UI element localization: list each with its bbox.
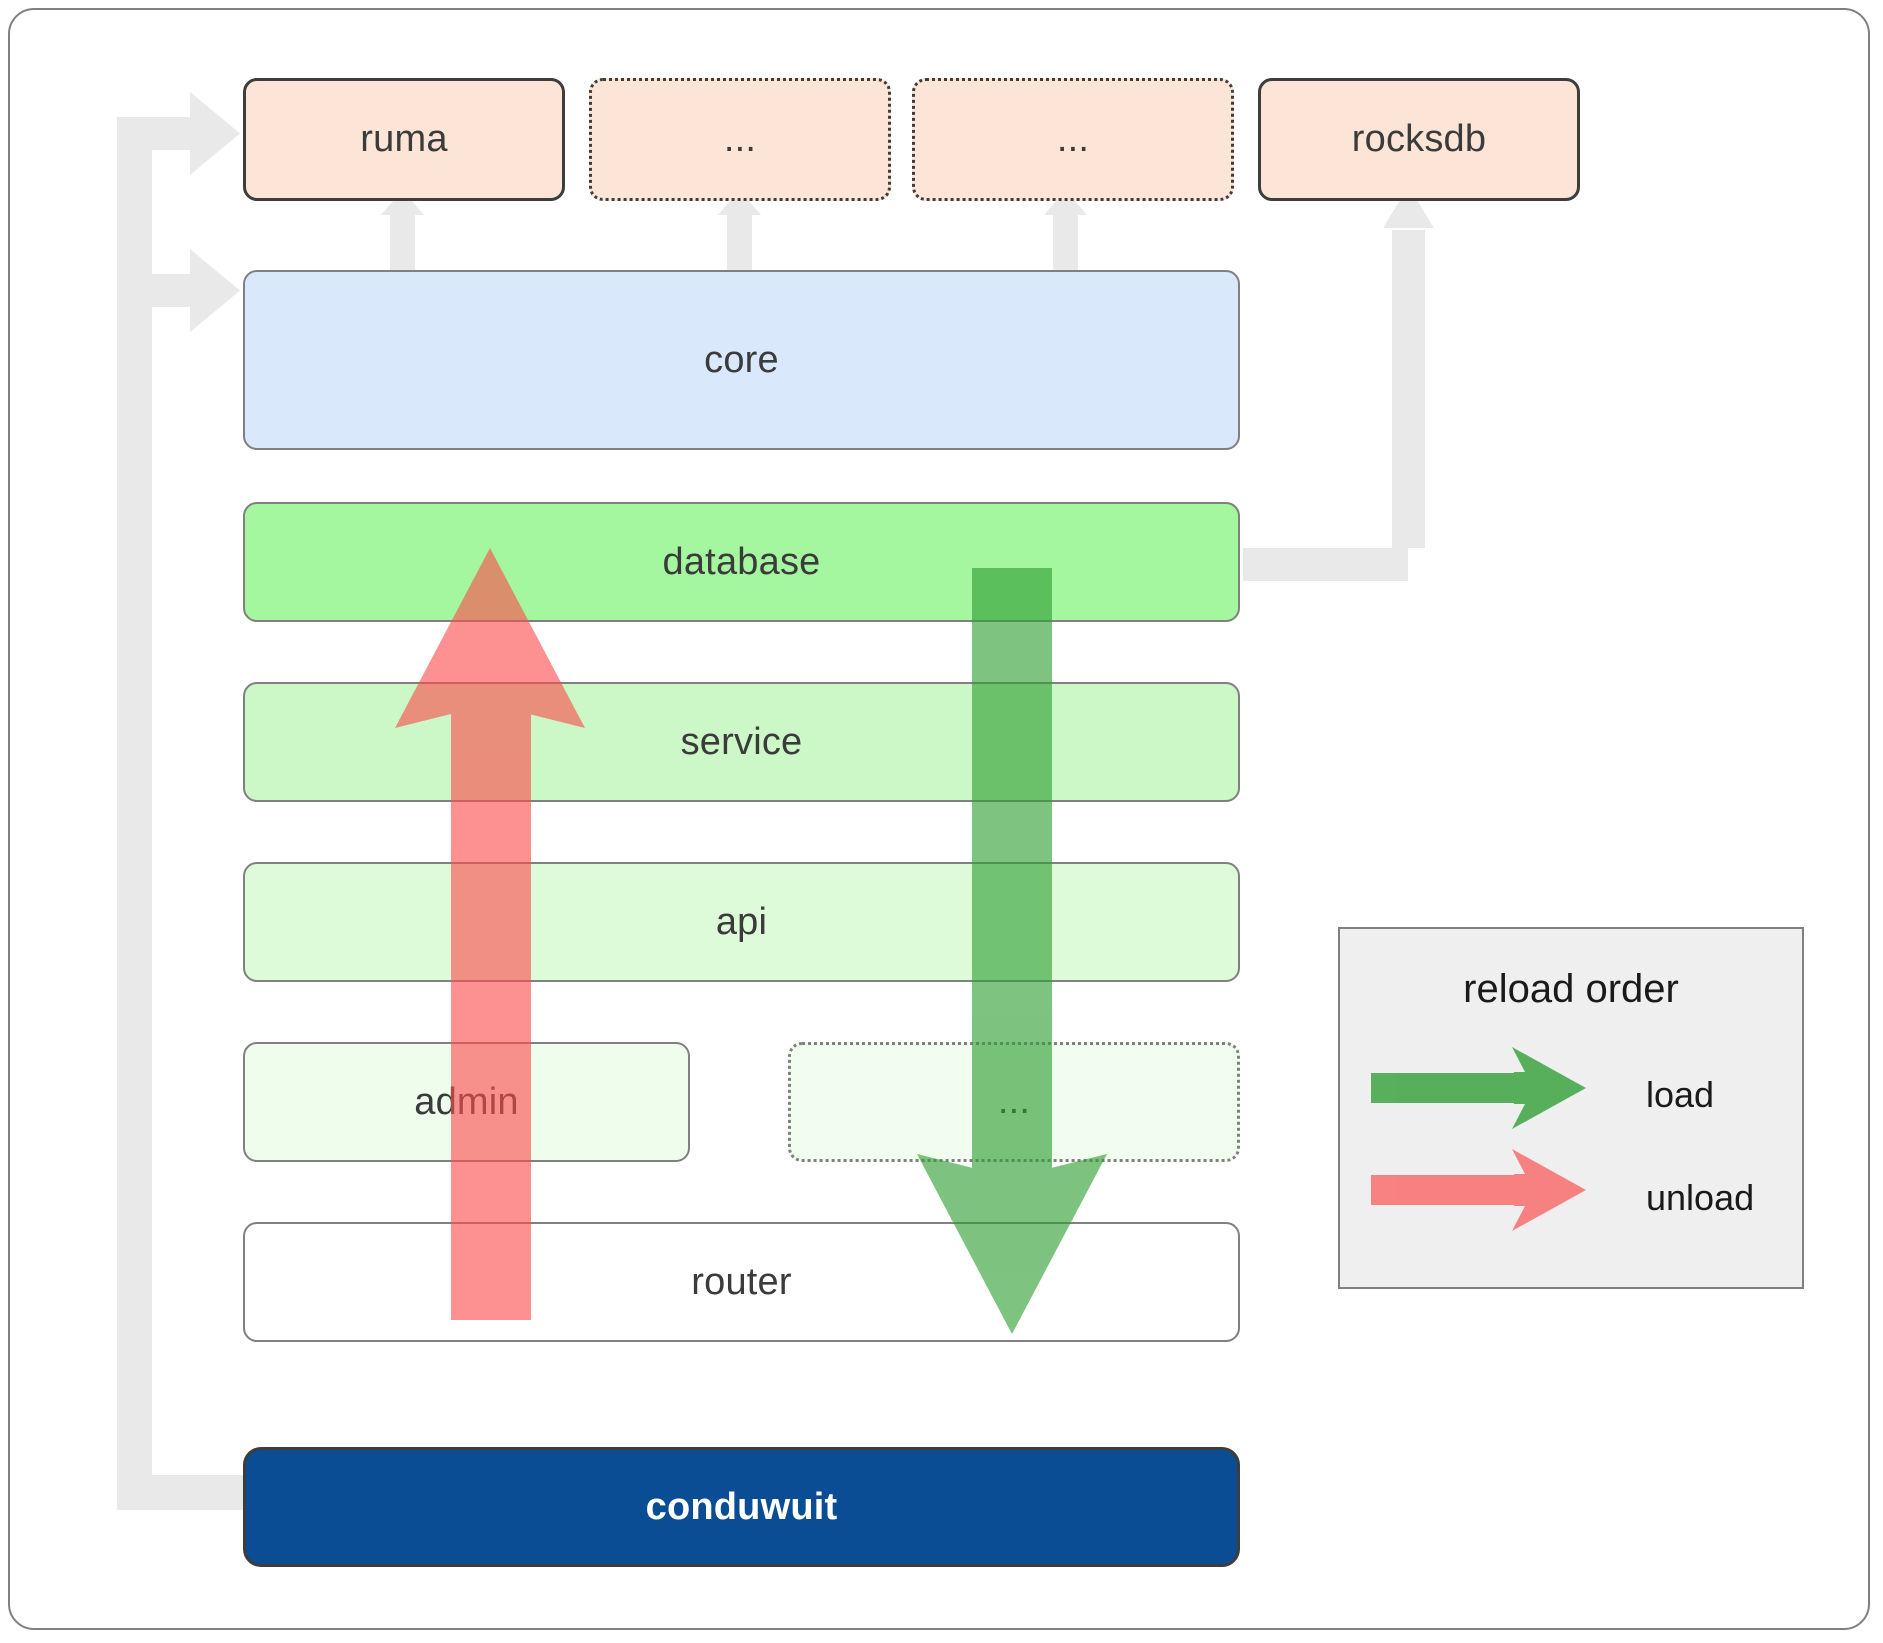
legend-load-label: load — [1646, 1074, 1715, 1115]
legend-arrow-swatches — [1371, 1047, 1586, 1231]
node-core[interactable]: core — [243, 270, 1240, 450]
node-service[interactable]: service — [243, 682, 1240, 802]
node-ruma[interactable]: ruma — [243, 78, 565, 201]
node-core-label: core — [704, 338, 779, 381]
node-router-label: router — [691, 1260, 792, 1303]
node-rocksdb[interactable]: rocksdb — [1258, 78, 1580, 201]
node-top-ellipsis-2[interactable]: ... — [912, 78, 1234, 201]
legend-load-swatch — [1371, 1047, 1586, 1129]
node-top-ellipsis-2-label: ... — [1056, 117, 1090, 160]
node-database-label: database — [662, 540, 821, 583]
legend-unload-label: unload — [1646, 1177, 1755, 1218]
node-admin[interactable]: admin — [243, 1042, 690, 1162]
node-database[interactable]: database — [243, 502, 1240, 622]
node-top-ellipsis-1[interactable]: ... — [589, 78, 891, 201]
legend-title: reload order — [1463, 967, 1679, 1011]
node-conduwuit[interactable]: conduwuit — [243, 1447, 1240, 1567]
node-conduwuit-label: conduwuit — [645, 1485, 838, 1528]
node-bottom-ellipsis-label: ... — [997, 1080, 1031, 1123]
legend-unload-swatch — [1371, 1149, 1586, 1231]
node-admin-label: admin — [414, 1080, 519, 1123]
node-top-ellipsis-1-label: ... — [723, 117, 757, 160]
diagram-frame — [8, 8, 1870, 1630]
legend-reload-order: reload order load unload — [1338, 927, 1804, 1289]
node-rocksdb-label: rocksdb — [1351, 118, 1487, 160]
node-api[interactable]: api — [243, 862, 1240, 982]
node-service-label: service — [680, 720, 803, 763]
node-router[interactable]: router — [243, 1222, 1240, 1342]
node-ruma-label: ruma — [360, 118, 448, 160]
node-api-label: api — [715, 900, 768, 943]
node-bottom-ellipsis[interactable]: ... — [788, 1042, 1240, 1162]
